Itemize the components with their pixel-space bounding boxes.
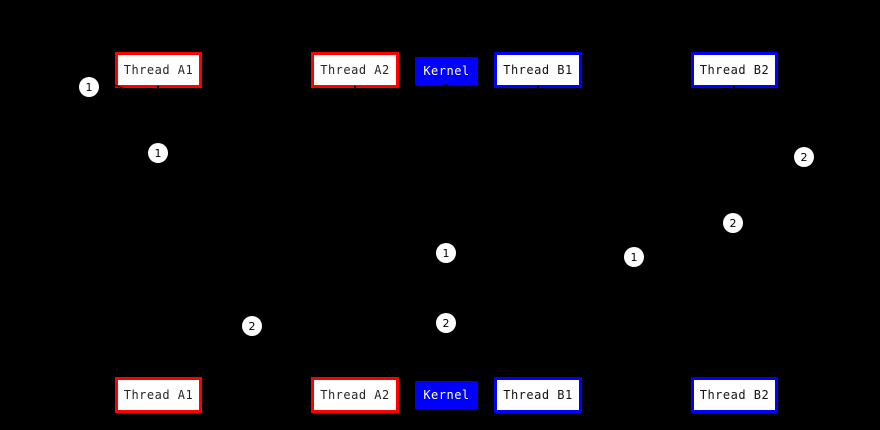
lifeline-stub-bottom-thread-b1 <box>537 373 539 377</box>
step-bullet-7[interactable]: 2 <box>242 316 262 336</box>
lifeline-strand-kernel <box>446 85 447 377</box>
lifeline-stub-bottom-thread-a2 <box>354 373 356 377</box>
step-bullet-3[interactable]: 2 <box>794 147 814 167</box>
lifeline-header-thread-a1[interactable]: Thread A1 <box>115 52 202 88</box>
lifeline-stub-thread-b2 <box>733 86 735 90</box>
lifeline-stub-kernel <box>445 84 447 88</box>
lifeline-footer-thread-b2[interactable]: Thread B2 <box>691 377 778 413</box>
step-bullet-1[interactable]: 1 <box>79 77 99 97</box>
lifeline-strand-thread-b1 <box>538 88 539 377</box>
lifeline-footer-thread-b1[interactable]: Thread B1 <box>494 377 582 413</box>
step-bullet-2[interactable]: 1 <box>148 143 168 163</box>
lifeline-strand-thread-a2 <box>355 88 356 377</box>
lifeline-stub-thread-a1 <box>157 86 159 90</box>
lifeline-header-thread-a2[interactable]: Thread A2 <box>311 52 399 88</box>
step-bullet-4[interactable]: 2 <box>723 213 743 233</box>
lifeline-strand-thread-a1 <box>158 88 159 377</box>
lifeline-stub-bottom-thread-a1 <box>157 373 159 377</box>
lifeline-footer-thread-a2[interactable]: Thread A2 <box>311 377 399 413</box>
lifeline-header-thread-b1[interactable]: Thread B1 <box>494 52 582 88</box>
lifeline-header-kernel[interactable]: Kernel <box>415 57 478 85</box>
lifeline-stub-thread-b1 <box>537 86 539 90</box>
lifeline-stub-bottom-thread-b2 <box>733 373 735 377</box>
message-arrow-2a <box>733 119 801 151</box>
step-bullet-5[interactable]: 1 <box>436 243 456 263</box>
step-bullet-6[interactable]: 1 <box>624 247 644 267</box>
lifeline-footer-kernel[interactable]: Kernel <box>415 381 478 409</box>
lifeline-header-thread-b2[interactable]: Thread B2 <box>691 52 778 88</box>
step-bullet-8[interactable]: 2 <box>436 313 456 333</box>
lifeline-footer-thread-a1[interactable]: Thread A1 <box>115 377 202 413</box>
message-arrow-2c <box>157 299 253 331</box>
message-arrow-1d <box>537 239 625 259</box>
lifeline-stub-bottom-kernel <box>445 373 447 377</box>
lifeline-stub-thread-a2 <box>354 86 356 90</box>
